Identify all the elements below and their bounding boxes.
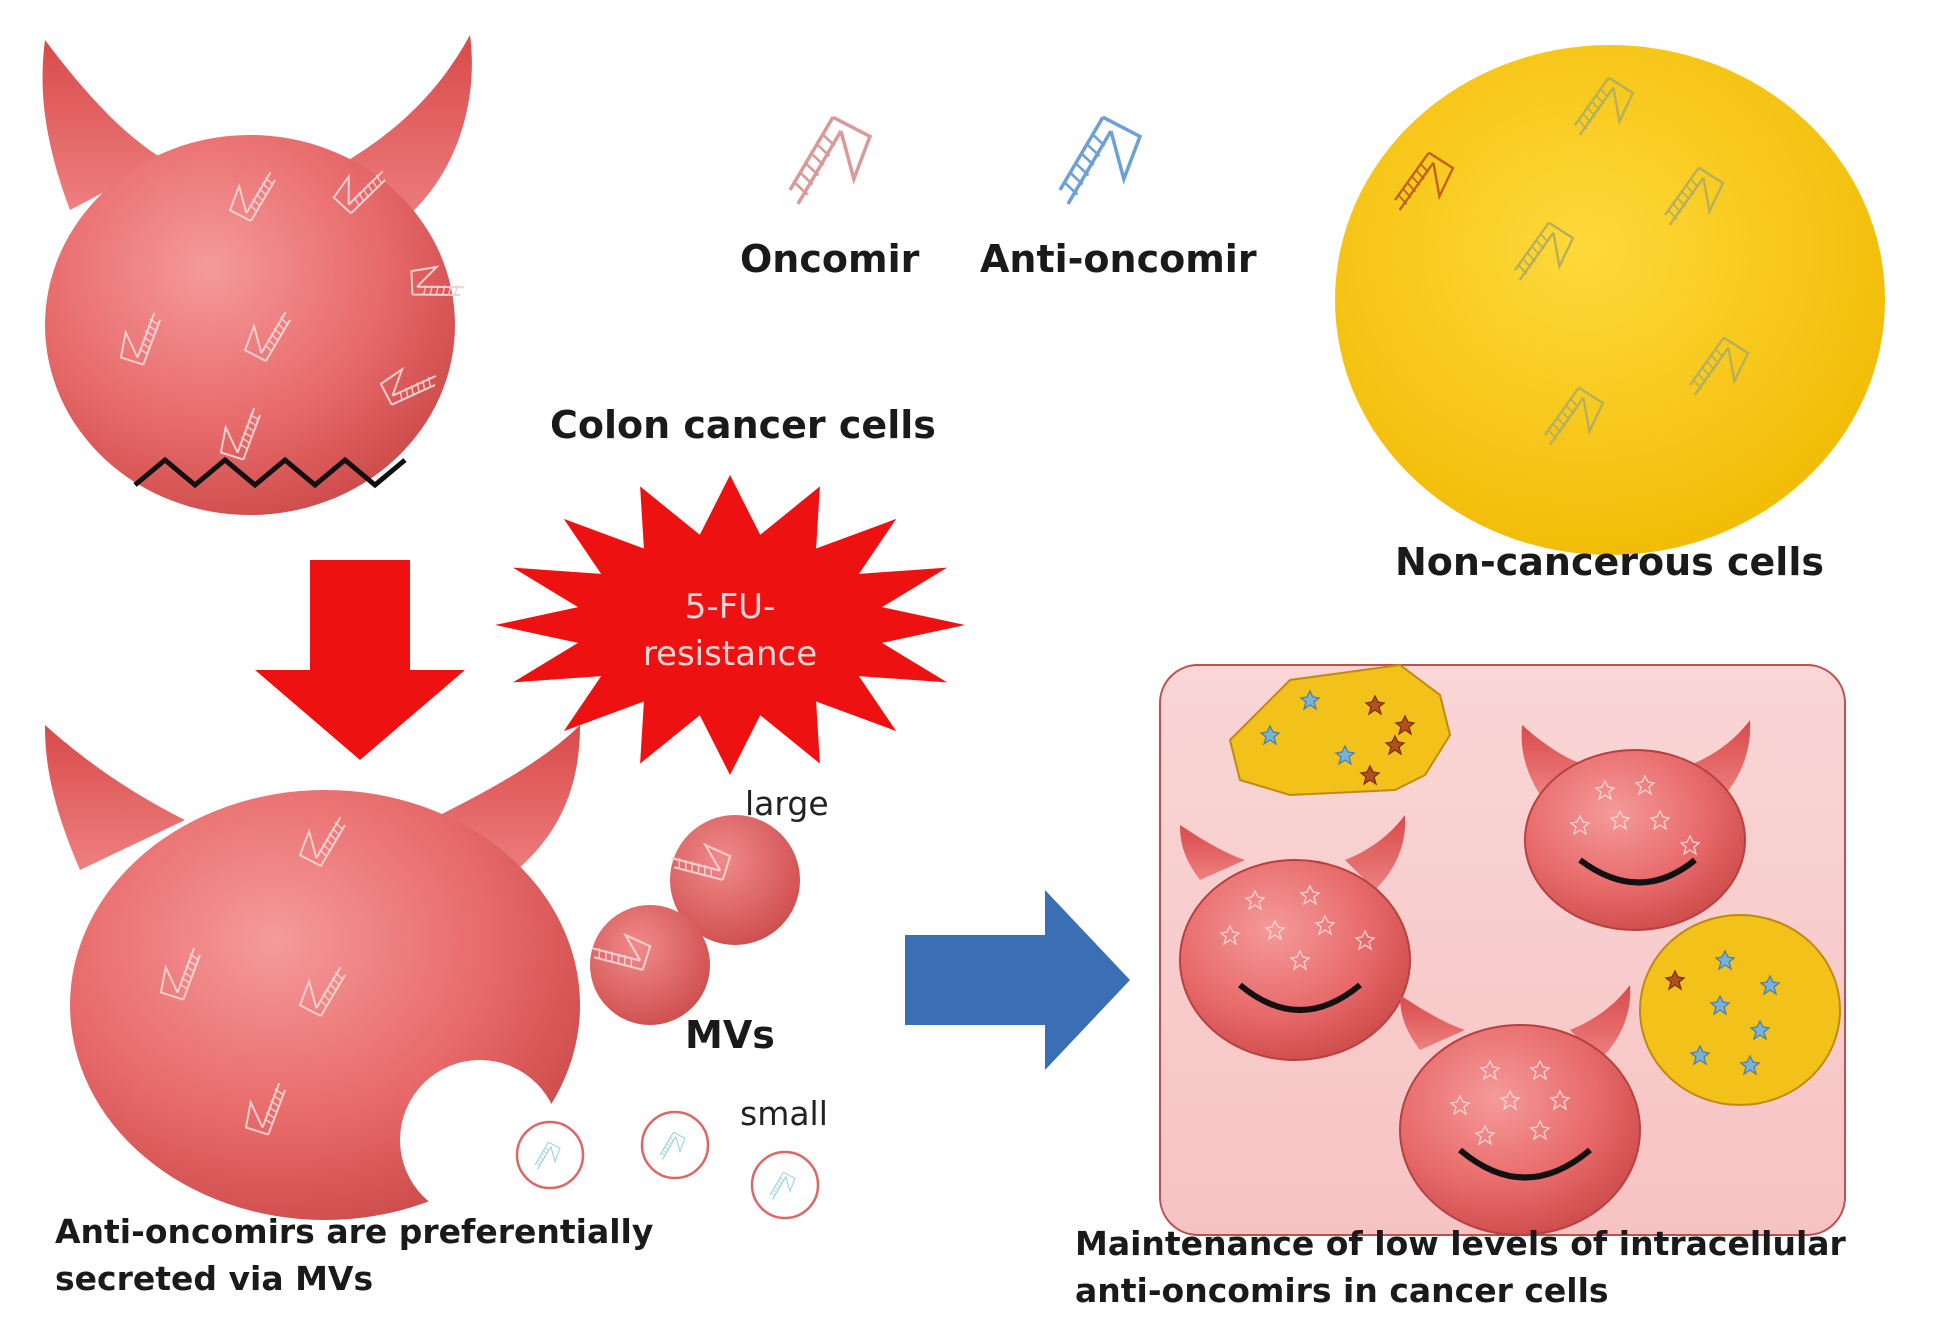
small-microvesicles (515, 1110, 820, 1220)
secretion-notch (400, 1060, 560, 1220)
large-microvesicles (589, 815, 800, 1025)
blue-right-arrow-icon (905, 890, 1130, 1070)
normal-cell-small-1 (1228, 663, 1452, 797)
non-cancerous-cell (1335, 45, 1885, 555)
devil-horn-left-icon (45, 725, 185, 870)
legend-anti-oncomir-label: Anti-oncomir (980, 237, 1257, 281)
smile-icon (1458, 1147, 1592, 1181)
maintenance-label-line2: anti-oncomirs in cancer cells (1075, 1271, 1609, 1310)
devil-horn-left-icon (42, 40, 165, 210)
secreted-label-line1: Anti-oncomirs are preferentially (55, 1212, 653, 1251)
small-label: small (740, 1094, 828, 1133)
red-down-arrow-icon (255, 560, 465, 760)
smiling-cancer-cell-3 (1399, 985, 1641, 1236)
non-cancerous-cells-label: Non-cancerous cells (1395, 540, 1824, 584)
colon-cancer-cells-label: Colon cancer cells (550, 403, 936, 447)
smile-icon (1238, 982, 1362, 1013)
starburst-icon: 5-FU- resistance (495, 475, 965, 775)
cancer-cell-top (42, 35, 472, 515)
cancer-cell-bottom (45, 725, 580, 1220)
normal-cell-small-2 (1639, 914, 1841, 1106)
resistance-label-line2: resistance (643, 634, 817, 674)
maintenance-label-line1: Maintenance of low levels of intracellul… (1075, 1224, 1847, 1263)
legend-oncomir-label: Oncomir (740, 237, 920, 281)
smiling-cancer-cell-2 (1179, 815, 1411, 1061)
secreted-label-line2: secreted via MVs (55, 1259, 373, 1298)
large-label: large (745, 784, 829, 823)
frown-mouth-icon (133, 456, 407, 489)
mvs-label: MVs (685, 1013, 775, 1057)
smile-icon (1578, 857, 1697, 886)
resistance-label-line1: 5-FU- (685, 587, 776, 627)
result-panel (1159, 663, 1846, 1236)
legend: Oncomir Anti-oncomir (740, 104, 1257, 281)
oncomir-legend-icon (767, 104, 887, 212)
anti-oncomir-legend-icon (1037, 104, 1157, 212)
smiling-cancer-cell-1 (1521, 720, 1751, 931)
